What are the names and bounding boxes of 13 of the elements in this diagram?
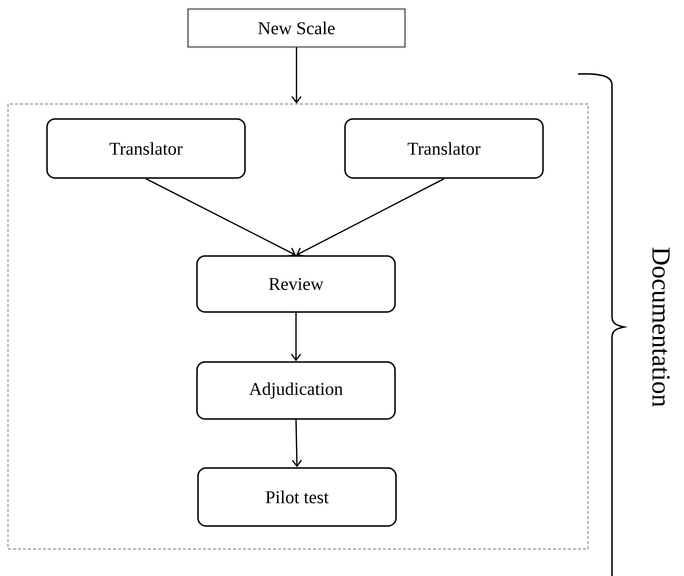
input-box: New Scale <box>188 8 406 48</box>
arrow <box>290 312 302 362</box>
side-label: Documentation <box>652 248 670 407</box>
process-box: Adjudication <box>196 361 396 420</box>
dashed-frame <box>8 104 588 550</box>
arrow <box>291 47 302 104</box>
process-box: Translator <box>344 118 544 179</box>
process-box: Pilot test <box>197 467 397 527</box>
arrow <box>292 420 302 468</box>
process-box: Review <box>196 255 396 313</box>
process-box: Translator <box>46 118 246 179</box>
arrow <box>296 178 444 257</box>
arrow <box>146 178 296 257</box>
